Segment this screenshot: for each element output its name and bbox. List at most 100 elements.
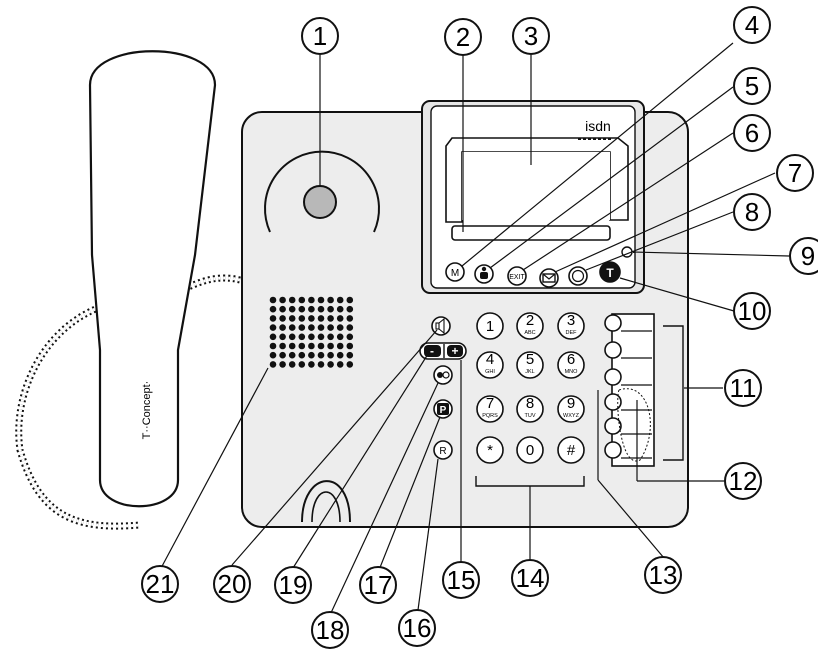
exit-button-label: EXIT bbox=[509, 274, 525, 281]
callout-number: 9 bbox=[801, 241, 815, 271]
callout-1: 1 bbox=[301, 17, 339, 55]
keypad-letters-label: ABC bbox=[524, 330, 535, 336]
grille-hole bbox=[327, 361, 334, 368]
grille-hole bbox=[317, 351, 325, 359]
callout-number: 7 bbox=[788, 158, 802, 188]
t-net-button[interactable] bbox=[599, 261, 621, 283]
keypad-key[interactable]: 1 bbox=[476, 312, 504, 340]
callout-number: 11 bbox=[730, 373, 757, 403]
callout-3: 3 bbox=[512, 17, 550, 55]
keypad-letters-label: DEF bbox=[566, 330, 578, 336]
mute-icon bbox=[437, 371, 450, 379]
grille-hole bbox=[308, 315, 315, 322]
grille-hole bbox=[346, 342, 354, 350]
callout-7: 7 bbox=[776, 154, 814, 192]
callout-5: 5 bbox=[733, 67, 771, 105]
grille-hole bbox=[327, 333, 334, 341]
callout-18: 18 bbox=[311, 611, 349, 649]
park-button-label: P bbox=[440, 405, 447, 416]
grille-hole bbox=[298, 361, 306, 368]
callout-11: 11 bbox=[724, 369, 762, 407]
keypad-key[interactable]: 0 bbox=[516, 436, 544, 464]
keypad-key[interactable]: * bbox=[476, 436, 504, 464]
callout-19: 19 bbox=[274, 566, 312, 604]
grille-hole bbox=[327, 305, 334, 313]
keypad-digit-label: # bbox=[567, 442, 576, 459]
grille-hole bbox=[317, 361, 325, 368]
function-key-button[interactable] bbox=[604, 341, 622, 359]
grille-hole bbox=[308, 333, 315, 341]
isdn-label: isdn bbox=[585, 118, 611, 134]
menu-button-label: M bbox=[451, 268, 459, 279]
function-key-button[interactable] bbox=[604, 441, 622, 459]
grille-hole bbox=[346, 296, 354, 304]
function-key-button[interactable] bbox=[604, 417, 622, 435]
speaker-grille bbox=[269, 296, 354, 368]
grille-hole bbox=[336, 296, 344, 304]
exit-button[interactable] bbox=[507, 266, 527, 286]
leader-lines bbox=[159, 42, 790, 616]
grille-hole bbox=[288, 315, 296, 322]
grille-hole bbox=[308, 342, 315, 350]
menu-button[interactable] bbox=[445, 262, 465, 282]
grille-hole bbox=[346, 361, 354, 368]
grille-hole bbox=[269, 333, 277, 341]
grille-hole bbox=[288, 333, 296, 341]
volume-up-button[interactable] bbox=[447, 345, 463, 357]
keypad-digit-label: * bbox=[487, 442, 493, 459]
callout-number: 10 bbox=[738, 296, 767, 326]
grille-hole bbox=[269, 342, 277, 350]
grille-hole bbox=[308, 296, 315, 304]
grille-hole bbox=[346, 305, 354, 313]
callout-20: 20 bbox=[213, 565, 251, 603]
ok-button[interactable] bbox=[568, 266, 588, 286]
grille-hole bbox=[327, 351, 334, 359]
callout-14: 14 bbox=[511, 559, 549, 597]
volume-down-button[interactable] bbox=[424, 345, 441, 357]
callout-number: 16 bbox=[403, 613, 432, 643]
grille-hole bbox=[317, 315, 325, 322]
keypad-digit-label: 0 bbox=[526, 442, 534, 459]
grille-hole bbox=[269, 315, 277, 322]
grille-hole bbox=[279, 342, 286, 350]
grille-hole bbox=[269, 351, 277, 359]
handset[interactable]: T··Concept· bbox=[88, 50, 217, 508]
function-key-button[interactable] bbox=[604, 393, 622, 411]
grille-hole bbox=[336, 333, 344, 341]
grille-hole bbox=[327, 324, 334, 331]
grille-hole bbox=[346, 315, 354, 322]
callout-number: 13 bbox=[649, 560, 678, 590]
keypad-digit-label: 5 bbox=[526, 351, 534, 368]
person-icon bbox=[480, 266, 488, 279]
grille-hole bbox=[269, 305, 277, 313]
function-key-button[interactable] bbox=[604, 314, 622, 332]
recall-button-label: R bbox=[439, 446, 446, 457]
grille-hole bbox=[336, 305, 344, 313]
callout-10: 10 bbox=[733, 292, 771, 330]
callout-number: 8 bbox=[745, 197, 759, 227]
callout-16: 16 bbox=[398, 609, 436, 647]
keypad-letters-label: PQRS bbox=[482, 413, 498, 419]
display-screen bbox=[462, 152, 610, 220]
callout-number: 19 bbox=[279, 570, 308, 600]
callout-17: 17 bbox=[359, 566, 397, 604]
grille-hole bbox=[298, 342, 306, 350]
callout-number: 21 bbox=[146, 569, 175, 599]
keypad-digit-label: 8 bbox=[526, 395, 534, 412]
recall-button[interactable] bbox=[433, 440, 453, 460]
keypad-key[interactable]: # bbox=[557, 436, 585, 464]
grille-hole bbox=[346, 351, 354, 359]
grille-hole bbox=[336, 342, 344, 350]
grille-hole bbox=[269, 361, 277, 368]
function-key-button[interactable] bbox=[604, 368, 622, 386]
